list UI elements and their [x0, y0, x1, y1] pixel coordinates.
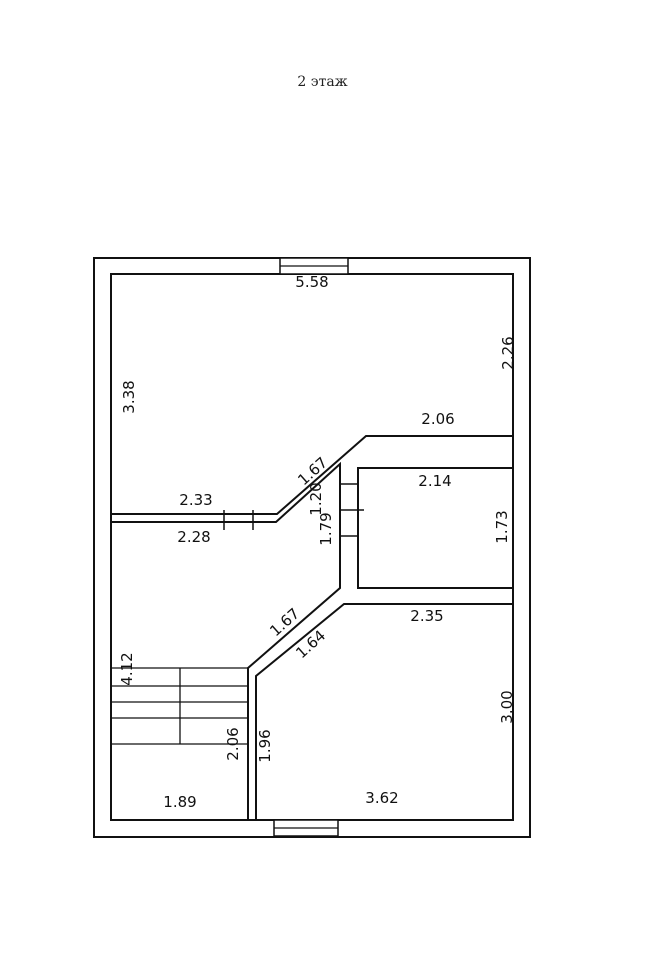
upper-room-step-wall — [111, 435, 513, 515]
outer-wall-outer — [93, 257, 531, 838]
dim-small-room-height: 1.73 — [493, 510, 511, 543]
dim-diag-lower-outer: 1.67 — [266, 604, 303, 640]
dim-small-room-width: 2.14 — [418, 472, 451, 490]
dim-left-height: 3.38 — [120, 380, 138, 413]
stair-partition-wall — [111, 461, 341, 820]
window-bottom — [273, 819, 339, 837]
small-room-wall — [357, 467, 514, 589]
outer-wall-inner — [110, 273, 514, 821]
dim-stair-height: 4.12 — [118, 652, 136, 685]
big-room-wall — [255, 603, 513, 820]
floor-title: 2 этаж — [297, 74, 348, 90]
dim-top-width: 5.58 — [295, 273, 328, 291]
dim-corridor-height: 1.79 — [317, 512, 335, 545]
dim-step-width: 2.06 — [421, 410, 454, 428]
dim-partition-lower: 2.28 — [177, 528, 210, 546]
dim-big-room-width: 2.35 — [410, 607, 443, 625]
dim-corridor-gap: 1.20 — [307, 482, 325, 515]
dim-big-room-height: 3.00 — [498, 690, 516, 723]
dim-big-room-left-height: 1.96 — [256, 729, 274, 762]
dim-stair-bottom-height: 2.06 — [224, 727, 242, 760]
dim-partition-upper: 2.33 — [179, 491, 212, 509]
dim-diag-lower-inner: 1.64 — [292, 626, 329, 662]
dim-stair-bottom-width: 1.89 — [163, 793, 196, 811]
window-top — [279, 257, 349, 275]
dim-right-upper-height: 2.26 — [499, 336, 517, 369]
dim-big-room-bottom-width: 3.62 — [365, 789, 398, 807]
staircase — [111, 667, 248, 745]
